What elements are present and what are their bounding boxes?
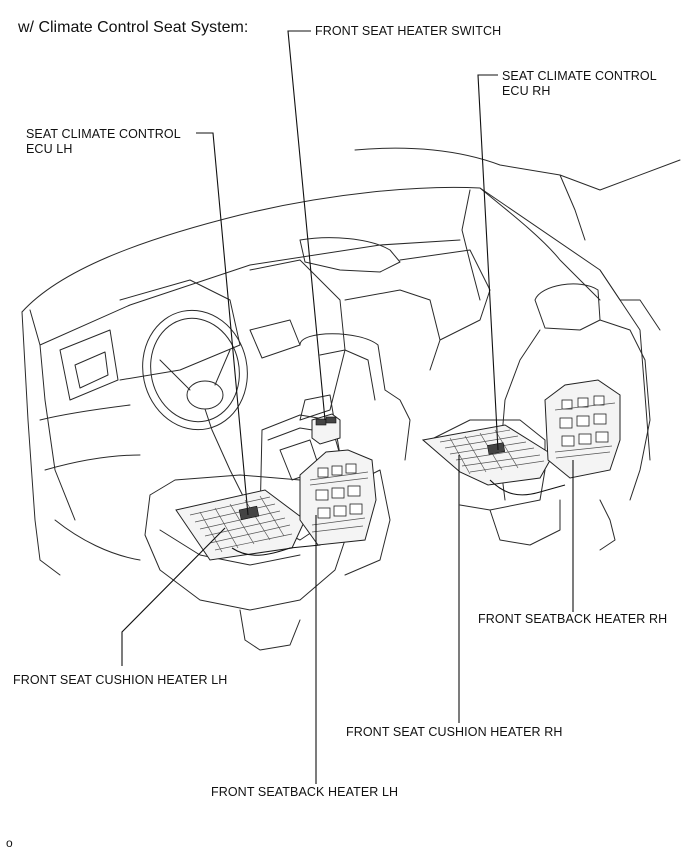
diagram-heading: w/ Climate Control Seat System: bbox=[18, 19, 249, 36]
leader-lines bbox=[121, 30, 574, 784]
label-front-seat-heater-switch: FRONT SEAT HEATER SWITCH bbox=[315, 24, 502, 38]
front-seat-cushion-heater-rh-part bbox=[421, 424, 566, 496]
front-seat-heater-switch-part bbox=[311, 413, 341, 445]
steering-wheel bbox=[142, 309, 248, 501]
label-seat-climate-control-ecu-lh: SEAT CLIMATE CONTROL ECU LH bbox=[26, 127, 181, 156]
label-front-seatback-heater-lh: FRONT SEATBACK HEATER LH bbox=[211, 785, 399, 799]
label-front-seat-cushion-heater-lh: FRONT SEAT CUSHION HEATER LH bbox=[13, 673, 228, 687]
front-seatback-heater-rh-part bbox=[544, 379, 621, 479]
front-seat-cushion-heater-lh-part bbox=[175, 489, 326, 561]
label-seat-climate-control-ecu-rh: SEAT CLIMATE CONTROL ECU RH bbox=[502, 69, 657, 98]
front-seatback-heater-lh-part bbox=[299, 449, 377, 546]
figure-footnote: o bbox=[6, 836, 13, 850]
label-front-seatback-heater-rh: FRONT SEATBACK HEATER RH bbox=[478, 612, 668, 626]
label-front-seat-cushion-heater-rh: FRONT SEAT CUSHION HEATER RH bbox=[346, 725, 563, 739]
